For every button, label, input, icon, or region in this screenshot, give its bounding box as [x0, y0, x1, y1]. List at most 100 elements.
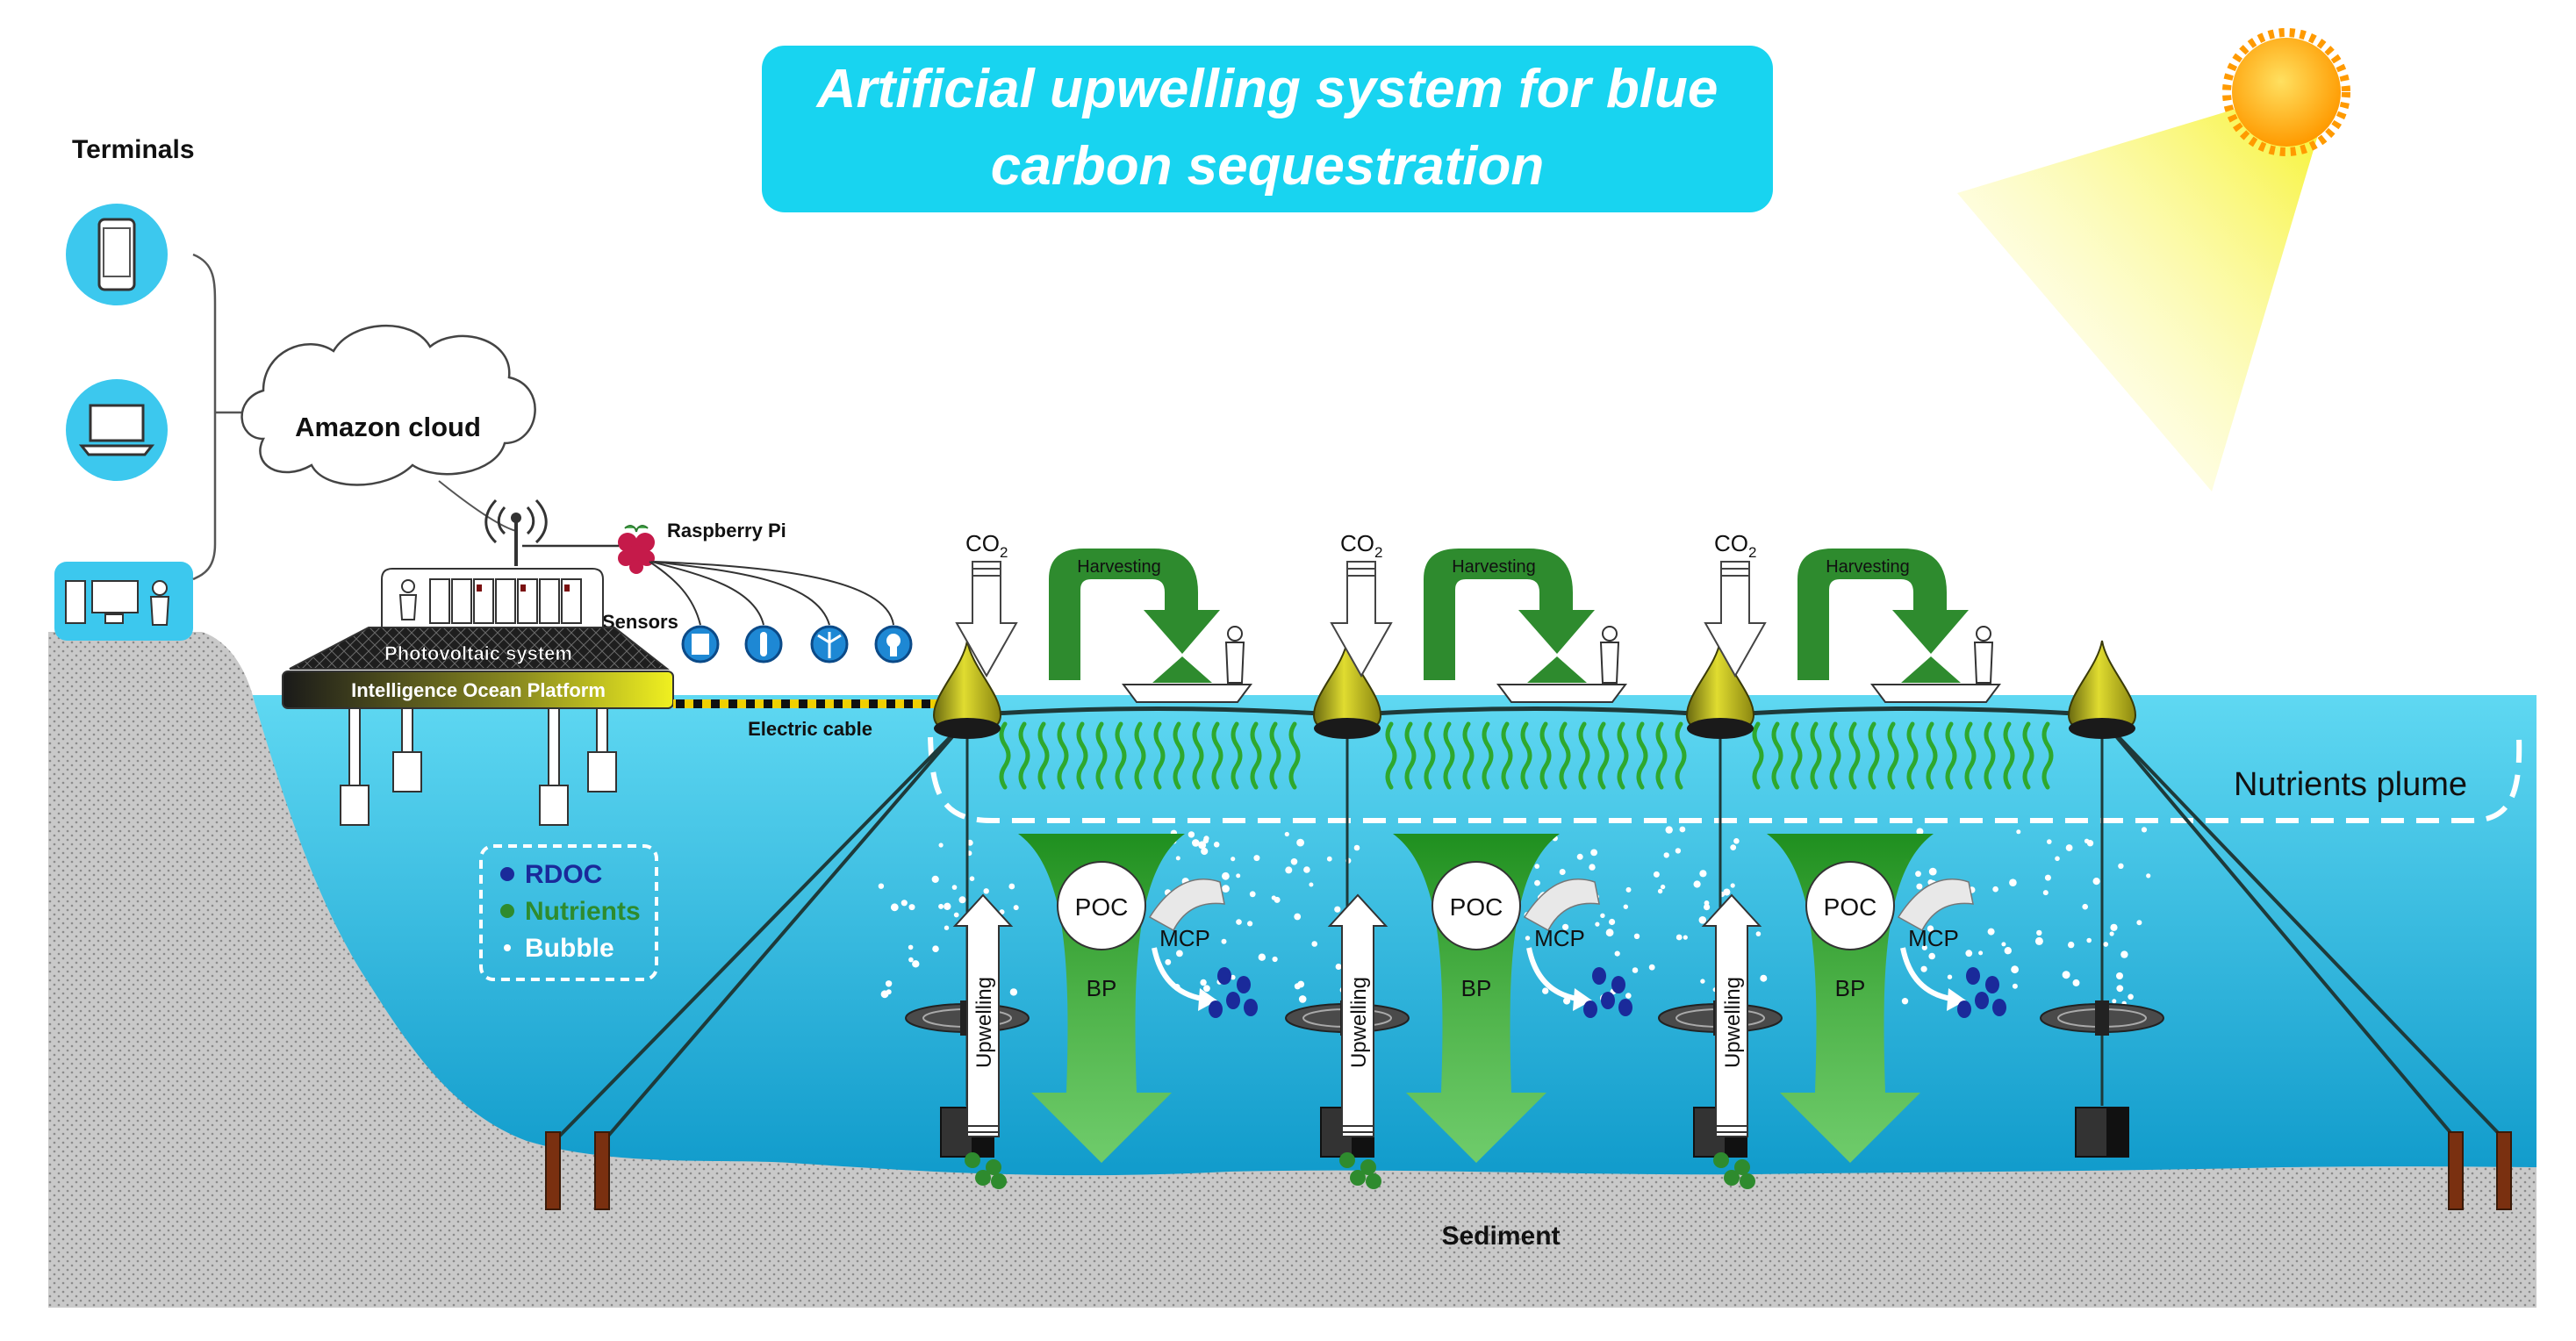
raspberry-pi-label: Raspberry Pi [667, 520, 786, 541]
kelp-strand [1559, 721, 1571, 790]
bubble [1311, 941, 1317, 947]
bubble [1730, 883, 1735, 888]
mcp-arrow-head [1947, 988, 1966, 1011]
co2-subscript: 2 [1000, 544, 1008, 561]
bubble [1679, 826, 1686, 833]
kelp-strand [1810, 721, 1822, 790]
bubble [953, 912, 959, 918]
bubble [1335, 964, 1342, 970]
bubble [1576, 853, 1583, 860]
poc-circle [1432, 861, 1521, 950]
poc-circle [1805, 861, 1895, 950]
bubble [1760, 974, 1768, 982]
bubble [1165, 958, 1172, 965]
ocean-platform-deck [282, 670, 674, 709]
cloud-to-antenna-line [438, 480, 517, 532]
bubble [2044, 874, 2051, 881]
harvesting-label: Harvesting [1077, 557, 1161, 577]
kelp-strand [1617, 721, 1629, 790]
bubble [1562, 923, 1569, 930]
kelp-strand [1520, 721, 1532, 790]
boat [1122, 684, 1252, 703]
bubble [1296, 838, 1304, 847]
rdoc-dot [1618, 999, 1632, 1016]
bubble [901, 900, 908, 907]
kelp-strand [1848, 721, 1861, 790]
co2-down-arrow [955, 561, 1018, 678]
bubble [1258, 953, 1266, 961]
bubble [1534, 879, 1540, 886]
kelp-strand [1926, 721, 1938, 790]
sensor-icon-1 [681, 625, 720, 663]
sediment-label: Sediment [1441, 1222, 1560, 1251]
bubble [1542, 987, 1549, 994]
bubble [2011, 965, 2020, 974]
harvesting-label: Harvesting [1826, 557, 1910, 577]
bubble [1653, 871, 1660, 878]
rdoc-dot [1966, 967, 1980, 985]
buoy-base [1687, 718, 1754, 739]
rdoc-dot [1226, 992, 1240, 1009]
kelp-rows [999, 721, 2054, 790]
bubble [1285, 866, 1293, 874]
bubble [2084, 838, 2090, 843]
bubble [1303, 866, 1310, 873]
bubble [2016, 829, 2021, 835]
sensor-cables [649, 561, 894, 626]
bubble [2072, 979, 2080, 986]
co2-subscript: 2 [1748, 544, 1756, 561]
bubble [1525, 936, 1531, 941]
bubble [1663, 852, 1669, 858]
person-icon [1976, 626, 1991, 642]
terminals-label: Terminals [72, 135, 195, 164]
poc-circle [1057, 861, 1146, 950]
bubble [958, 896, 966, 904]
terminals-bracket-line [192, 253, 217, 581]
mcp-top-arrow [1523, 878, 1600, 932]
legend-nutrients-swatch [500, 904, 514, 918]
kelp-strand [1462, 721, 1475, 790]
bubble [1231, 974, 1236, 980]
desktop-workstation-terminal [54, 562, 193, 641]
longline-rope [966, 706, 2103, 718]
kelp-strand [1945, 721, 1957, 790]
bubble [969, 876, 975, 881]
kelp-strand [1076, 721, 1088, 790]
bubble [2116, 972, 2123, 979]
bubble [886, 989, 892, 995]
bubble [1249, 891, 1256, 898]
nutrients-plume-label: Nutrients plume [2234, 766, 2467, 803]
kelp-strand [1964, 721, 1977, 790]
rdoc-dot [1992, 999, 2006, 1016]
bubble [1947, 974, 1953, 979]
bubble [908, 957, 914, 963]
bubble [2012, 983, 2018, 989]
nutrient-dot [986, 1159, 1001, 1175]
kelp-strand [2022, 721, 2034, 790]
kelp-strand [1597, 721, 1610, 790]
kelp-strand [1829, 721, 1841, 790]
person-body [1224, 642, 1245, 684]
bubble [1916, 828, 1924, 835]
kelp-strand [1037, 721, 1050, 790]
bubble [1326, 856, 1332, 862]
kelp-strand [999, 721, 1011, 790]
bubble [2120, 950, 2128, 958]
rdoc-dot [1611, 976, 1625, 993]
kelp-strand [1057, 721, 1069, 790]
rdoc-dot [1601, 992, 1615, 1009]
kelp-strand [1887, 721, 1899, 790]
bubble [1334, 906, 1341, 913]
nutrient-dot [991, 1173, 1007, 1189]
bp-carbon-flow [1393, 834, 1560, 1163]
kelp-strand [1984, 721, 1996, 790]
kelp-strand [1443, 721, 1455, 790]
bubble [2128, 993, 2134, 1000]
kelp-strand [1385, 721, 1397, 790]
buoy-base [934, 718, 1001, 739]
harvest-pile [1152, 656, 1212, 683]
person-icon [1227, 626, 1243, 642]
bubble [1008, 883, 1015, 890]
